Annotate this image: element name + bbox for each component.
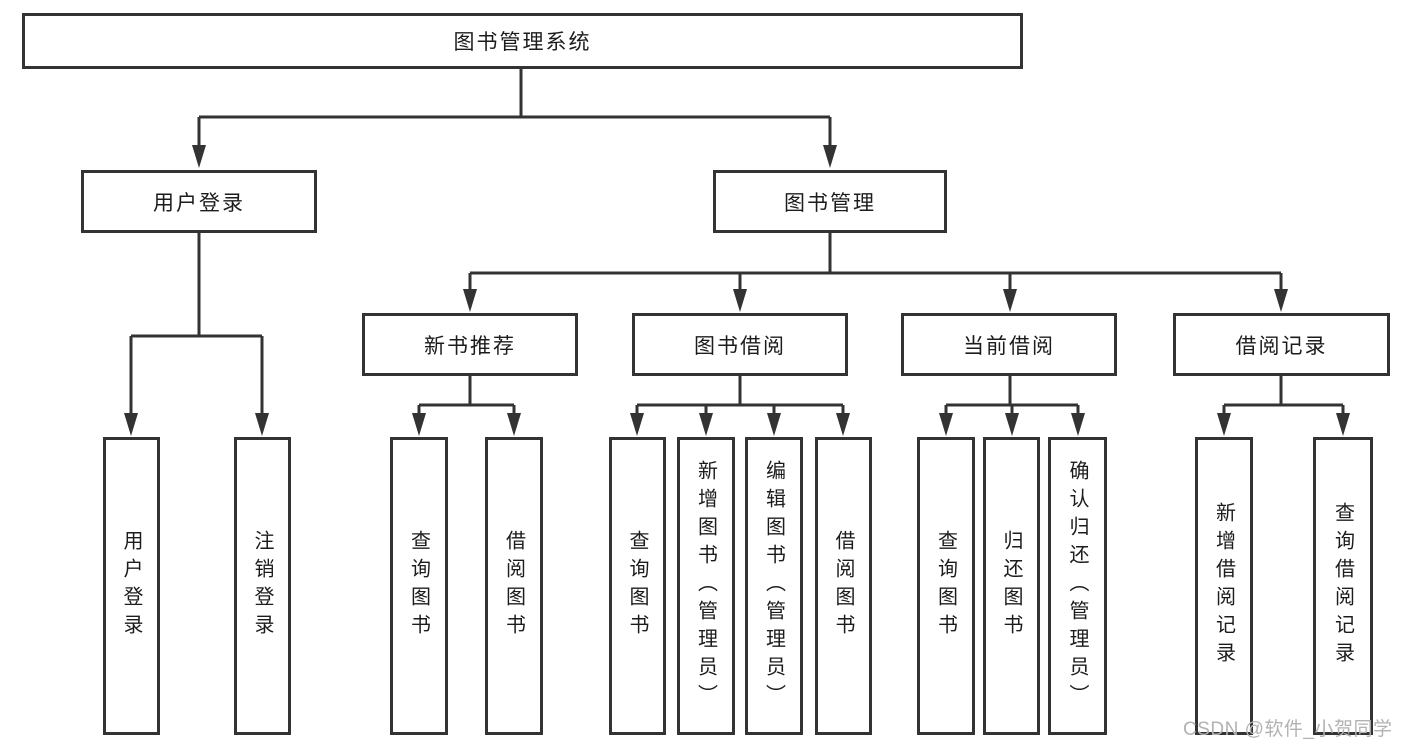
- csdn-watermark: CSDN @软件_小贺同学: [1183, 719, 1393, 740]
- leaf-query-books-borrowing: 查询图书: [609, 437, 666, 735]
- node-current-borrowing: 当前借阅: [901, 313, 1117, 376]
- connector-book-management-to-level2: [463, 233, 1288, 312]
- connector-book-borrowing-to-leaves: [630, 376, 850, 436]
- connector-current-borrowing-to-leaves: [939, 376, 1085, 436]
- node-new-book-recommend: 新书推荐: [362, 313, 578, 376]
- leaf-query-books-recommend: 查询图书: [390, 437, 448, 735]
- leaf-add-borrow-record: 新增借阅记录: [1195, 437, 1253, 735]
- leaf-add-book-admin: 新增图书（管理员）: [677, 437, 735, 735]
- leaf-query-borrow-record: 查询借阅记录: [1313, 437, 1373, 735]
- node-library-management-system: 图书管理系统: [22, 13, 1023, 69]
- leaf-query-books-current: 查询图书: [917, 437, 975, 735]
- leaf-user-login: 用户登录: [103, 437, 160, 735]
- node-user-login: 用户登录: [81, 170, 317, 233]
- leaf-borrow-books-recommend: 借阅图书: [485, 437, 543, 735]
- node-borrowing-records: 借阅记录: [1173, 313, 1390, 376]
- node-book-management: 图书管理: [713, 170, 947, 233]
- leaf-edit-book-admin: 编辑图书（管理员）: [745, 437, 803, 735]
- leaf-confirm-return-admin: 确认归还（管理员）: [1048, 437, 1107, 735]
- connector-root-to-level1: [192, 69, 837, 168]
- leaf-logout: 注销登录: [234, 437, 291, 735]
- connector-user-login-to-leaves: [124, 232, 269, 436]
- node-book-borrowing: 图书借阅: [632, 313, 848, 376]
- connector-borrowing-records-to-leaves: [1217, 376, 1350, 436]
- leaf-return-book: 归还图书: [983, 437, 1040, 735]
- connector-new-book-recommend-to-leaves: [412, 376, 521, 436]
- leaf-borrow-books: 借阅图书: [815, 437, 872, 735]
